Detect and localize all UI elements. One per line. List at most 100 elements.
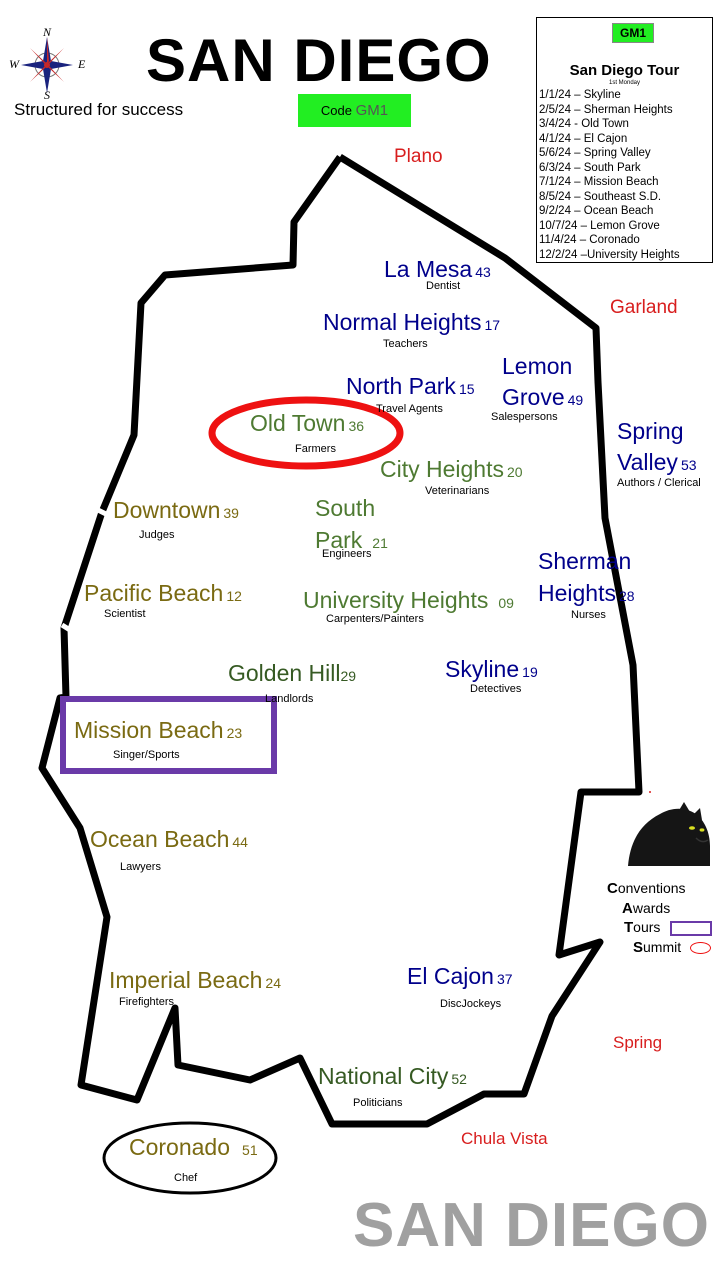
job-university-heights: Carpenters/Painters [326,613,424,625]
region-number: 21 [372,535,388,551]
compass-rose-icon [21,37,73,93]
cats-conventions: Conventions [607,880,686,897]
region-name: University Heights [303,587,489,613]
region-number: 36 [348,418,365,434]
region-name: North Park [346,373,456,399]
region-name-line1: Sherman [538,548,632,574]
legend-row: 7/1/24 – Mission Beach [539,176,659,188]
legend-row: 12/2/24 –University Heights [539,248,680,261]
region-number: 52 [451,1071,467,1087]
code-badge: Code GM1 [298,94,411,127]
region-name-line2: Valley [617,449,678,475]
job-ocean-beach: Lawyers [120,861,161,873]
job-normal-heights: Teachers [383,338,428,350]
legend-row: 8/5/24 – Southeast S.D. [539,190,662,203]
legend-row: 6/3/24 – South Park [539,161,641,174]
region-name-line2: Heights [538,580,616,606]
region-name: National City [318,1063,449,1089]
region-name-line1: Spring [617,418,684,444]
region-name: Ocean Beach [90,826,230,852]
region-number: 39 [223,505,239,521]
city-garland: Garland [610,297,678,318]
region-number: 12 [226,588,242,604]
legend-row: 4/1/24 – El Cajon [539,132,628,145]
region-number: 51 [242,1142,258,1158]
region-number: 44 [232,834,248,850]
summit-ellipse-icon [690,941,712,954]
map-boundary-gap [60,622,72,633]
job-mission-beach: Singer/Sports [113,749,180,761]
job-el-cajon: DiscJockeys [440,998,502,1010]
region-number: 28 [618,588,635,604]
region-number: 15 [458,381,475,397]
job-lemon-grove: Salespersons [491,411,558,423]
region-number: 17 [484,317,501,333]
code-value: GM1 [355,102,389,119]
tagline: Structured for success [14,100,184,119]
job-downtown: Judges [139,529,175,541]
region-number: 43 [475,264,491,280]
legend-row: 3/4/24 - Old Town [539,118,629,130]
region-number: 20 [506,464,523,480]
job-la-mesa: Dentist [426,280,461,292]
legend-row: 5/6/24 – Spring Valley [539,147,651,159]
city-plano: Plano [394,146,443,167]
map-boundary-gap [96,507,108,517]
region-number: 37 [496,971,513,987]
region-south-park: South Park 21 [315,492,388,559]
cats-tours: Tours [607,918,713,938]
legend-row: 10/7/24 – Lemon Grove [539,219,660,232]
job-spring-valley: Authors / Clerical [617,477,701,489]
compass-w: W [9,57,19,71]
job-skyline: Detectives [470,683,522,695]
region-name: City Heights [380,456,504,482]
legend-row: 2/5/24 – Sherman Heights [539,103,673,116]
old-town-highlight [208,396,404,470]
job-golden-hill: Landlords [265,693,314,705]
cats-list: Conventions Awards Tours Summit [607,879,713,957]
job-pacific-beach: Scientist [104,608,146,620]
job-national-city: Politicians [353,1097,403,1109]
job-imperial-beach: Firefighters [119,996,175,1008]
compass: N S W E [8,25,90,103]
compass-n: N [43,25,52,39]
region-number: 23 [226,725,243,741]
region-name-line2: Park [315,527,363,553]
region-name: Downtown [113,497,221,523]
footer-title: SAN DIEGO [353,1191,710,1260]
job-north-park: Travel Agents [376,403,443,415]
region-number: 29 [340,668,357,684]
coronado-highlight [102,1121,278,1195]
panther-logo-icon [628,791,710,866]
mission-beach-highlight [60,696,277,774]
region-name: Old Town [250,410,346,436]
region-name: Pacific Beach [84,580,224,606]
region-number: 24 [265,975,281,991]
region-number: 19 [522,664,538,680]
city-spring: Spring [613,1033,663,1052]
job-sherman-heights: Nurses [571,609,606,621]
legend-row: 11/4/24 – Coronado [539,234,640,246]
region-number: 09 [498,595,514,611]
region-name-line1: South [315,495,376,521]
legend-title: San Diego Tour [569,62,680,79]
compass-s: S [44,88,50,102]
page-title: SAN DIEGO [146,27,492,94]
